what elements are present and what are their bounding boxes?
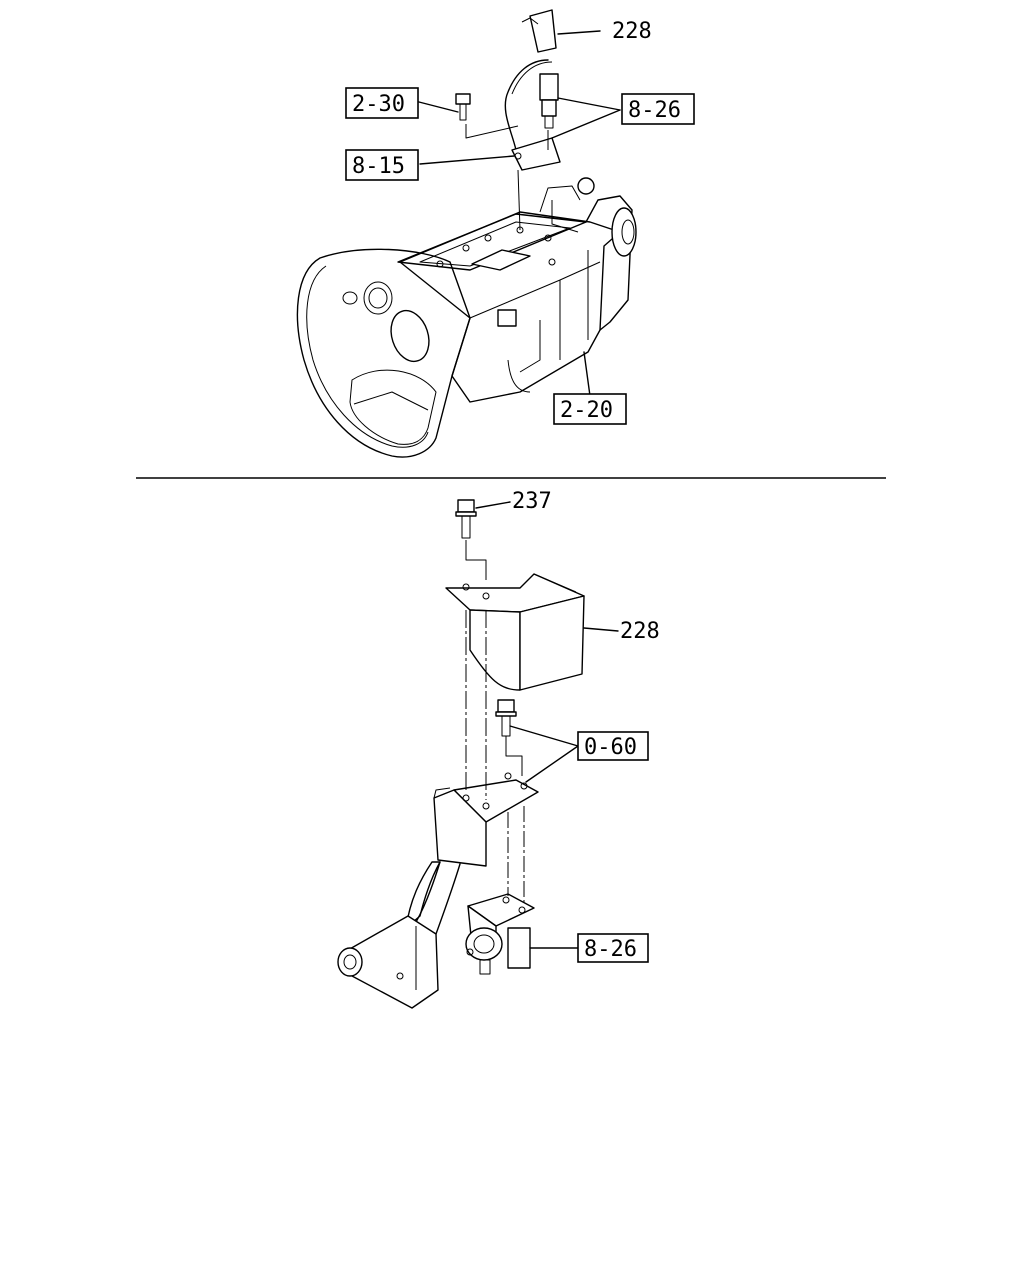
label-2-30: 2-30 — [352, 92, 405, 117]
ref-box-2-20 — [553, 393, 627, 425]
lower-leader-lines — [475, 501, 619, 949]
ref-box-8-15 — [345, 149, 419, 181]
label-8-26-lower: 8-26 — [584, 937, 637, 962]
label-0-60: 0-60 — [584, 735, 637, 760]
lower-guide-lines — [465, 610, 525, 906]
lower-sensor — [465, 893, 535, 975]
label-2-20: 2-20 — [560, 398, 613, 423]
upper-sensor-harness — [455, 9, 561, 231]
transmission-assembly — [296, 177, 637, 458]
mounting-bracket — [337, 772, 539, 1009]
ref-box-8-26 — [621, 93, 695, 125]
label-8-15: 8-15 — [352, 154, 405, 179]
label-237: 237 — [512, 489, 552, 514]
ref-box-8-26-lower — [577, 933, 649, 963]
ref-box-0-60 — [577, 731, 649, 761]
label-8-26: 8-26 — [628, 98, 681, 123]
ref-box-2-30 — [345, 87, 419, 119]
upper-labels: 228 2-30 8-26 8-15 2-20 — [345, 19, 695, 425]
label-228: 228 — [612, 19, 652, 44]
label-228-lower: 228 — [620, 619, 660, 644]
protector-228 — [445, 540, 585, 691]
lower-labels: 237 228 0-60 8-26 — [512, 489, 660, 963]
upper-leader-lines — [418, 30, 621, 397]
